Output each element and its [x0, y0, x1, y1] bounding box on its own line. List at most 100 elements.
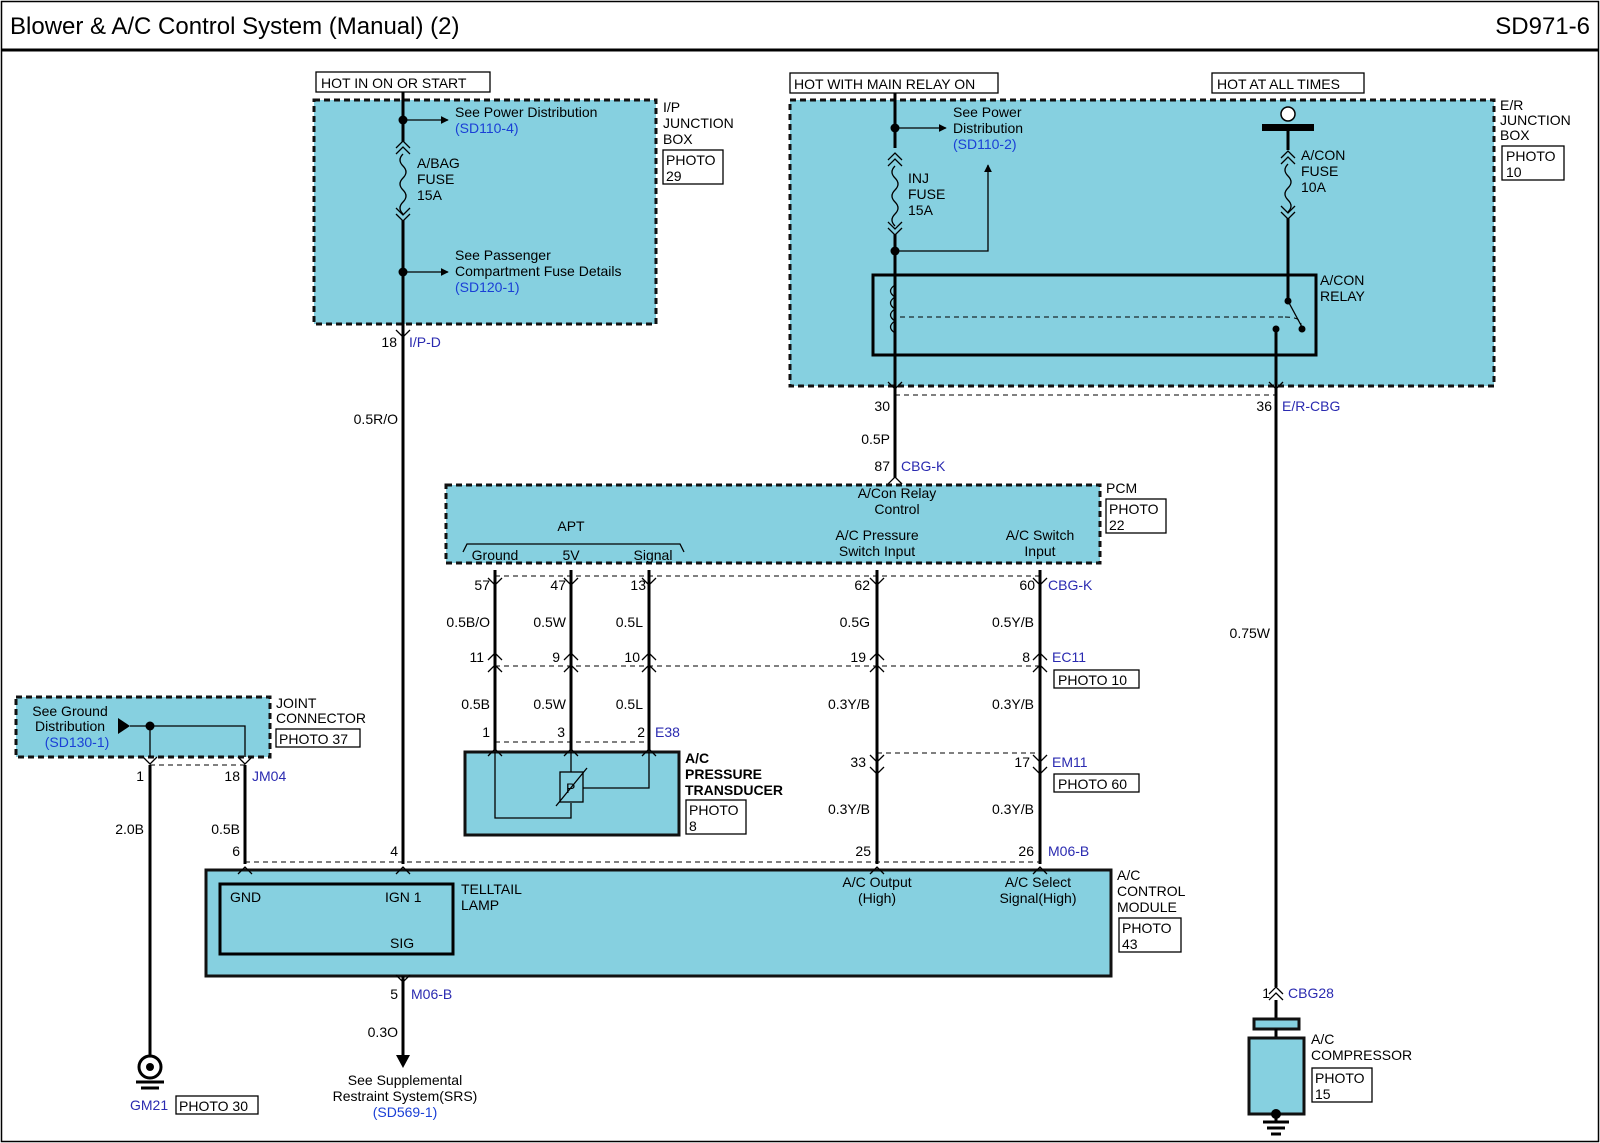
module-photo-number: 43 [1122, 936, 1138, 952]
ec11-pin-9: 9 [552, 649, 560, 665]
telltail-lamp-box [218, 882, 455, 956]
module-pin-6: 6 [232, 843, 240, 859]
em11-pin-17: 17 [1014, 754, 1030, 770]
abag-fuse-label-1: A/BAG [417, 155, 460, 171]
ground-gm21: GM21 PHOTO 30 [130, 1054, 259, 1115]
joint-connector: See Ground Distribution (SD130-1) JOINT … [14, 695, 366, 759]
apt-label: APT [557, 518, 585, 534]
sig-label: SIG [390, 935, 414, 951]
module-pin-4: 4 [390, 843, 398, 859]
see-power-er-1: See Power [953, 104, 1022, 120]
pin-36: 36 [1256, 398, 1272, 414]
sd110-4-link[interactable]: (SD110-4) [455, 120, 519, 136]
ac-pressure-transducer: 1 3 2 E38 P A/C PRESSURE TRANSDUCER PHOT… [463, 724, 783, 837]
e38-pin-3: 3 [557, 724, 565, 740]
er-box-photo-label: PHOTO [1506, 148, 1556, 164]
acon-fuse-2: FUSE [1301, 163, 1338, 179]
wire-0-5l-a: 0.5L [616, 614, 643, 630]
sd569-1-link[interactable]: (SD569-1) [373, 1104, 438, 1120]
hot-with-main-relay-label: HOT WITH MAIN RELAY ON [794, 76, 975, 92]
acon-relay-label-2: RELAY [1320, 288, 1366, 304]
inj-fuse-2: FUSE [908, 186, 945, 202]
inj-fuse-1: INJ [908, 170, 929, 186]
see-power-distribution-text: See Power Distribution [455, 104, 597, 120]
em11-connector: EM11 [1052, 754, 1088, 770]
jm04-pin-18: 18 [224, 768, 240, 784]
em11-photo: PHOTO 60 [1058, 776, 1127, 792]
ac-output-high-1: A/C Output [842, 874, 911, 890]
transducer-photo-number: 8 [689, 818, 697, 834]
pcm-pin-47: 47 [550, 577, 566, 593]
pcm-relay-control-1: A/Con Relay [858, 485, 937, 501]
gnd-label: GND [230, 889, 261, 905]
jm04-connector: JM04 [252, 768, 286, 784]
transducer-name-3: TRANSDUCER [685, 782, 783, 798]
transducer-name-1: A/C [685, 750, 709, 766]
er-box-name-2: JUNCTION [1500, 112, 1571, 128]
gm21-photo: PHOTO 30 [179, 1098, 248, 1114]
pressure-switch-input-1: A/C Pressure [835, 527, 918, 543]
cbg-k-connector: CBG-K [1048, 577, 1093, 593]
ip-box-name-2: JUNCTION [663, 115, 734, 131]
module-photo-label: PHOTO [1122, 920, 1172, 936]
transducer-photo-label: PHOTO [689, 802, 739, 818]
wire-0-3yb-c: 0.3Y/B [828, 801, 870, 817]
acon-relay [871, 273, 1318, 357]
module-name-3: MODULE [1117, 899, 1177, 915]
page-title: Blower & A/C Control System (Manual) (2) [10, 13, 459, 40]
wire-0-5ro: 0.5R/O [354, 411, 398, 427]
transducer-name-2: PRESSURE [685, 766, 762, 782]
wire-0-5yb: 0.5Y/B [992, 614, 1034, 630]
wire-0-3o: 0.3O [368, 1024, 398, 1040]
ip-box-name-3: BOX [663, 131, 693, 147]
apt-5v-label: 5V [562, 547, 580, 563]
module-pin-5: 5 [390, 986, 398, 1002]
ec11-pin-11: 11 [469, 649, 484, 665]
cbg28-pin-1: 1 [1262, 985, 1270, 1001]
joint-name-1: JOINT [276, 695, 317, 711]
ec11-pin-8: 8 [1022, 649, 1030, 665]
m06-b-connector: M06-B [1048, 843, 1089, 859]
joint-photo: PHOTO 37 [279, 731, 348, 747]
see-ground-2: Distribution [35, 718, 105, 734]
transducer-symbol: P [566, 780, 575, 796]
abag-fuse-label-2: FUSE [417, 171, 454, 187]
wire-0-3yb-b: 0.3Y/B [992, 696, 1034, 712]
pcm-box: 87 CBG-K A/Con Relay Control APT Ground … [444, 458, 1167, 565]
joint-name-2: CONNECTOR [276, 710, 366, 726]
wire-0-5l-b: 0.5L [616, 696, 643, 712]
acon-fuse-1: A/CON [1301, 147, 1345, 163]
inj-fuse-3: 15A [908, 202, 934, 218]
ec11-connector: EC11 [1052, 649, 1086, 665]
see-srs-2: Restraint System(SRS) [333, 1088, 478, 1104]
er-junction-box: HOT WITH MAIN RELAY ON HOT AT ALL TIMES … [788, 72, 1571, 395]
cbg-k-connector-top: CBG-K [901, 458, 946, 474]
wire-0-5bo: 0.5B/O [446, 614, 490, 630]
ip-d-connector: I/P-D [409, 334, 441, 350]
ac-output-high-2: (High) [858, 890, 896, 906]
e38-connector: E38 [655, 724, 680, 740]
pcm-pin-62: 62 [854, 577, 870, 593]
jm04-pin-1: 1 [136, 768, 144, 784]
sd120-1-link[interactable]: (SD120-1) [455, 279, 520, 295]
ip-box-photo-number: 29 [666, 168, 682, 184]
er-box-name-3: BOX [1500, 127, 1530, 143]
compressor-photo-number: 15 [1315, 1086, 1331, 1102]
wire-0-75w: 0.75W [1230, 625, 1271, 641]
pcm-name: PCM [1106, 480, 1137, 496]
pcm-pin-57: 57 [474, 577, 490, 593]
see-ground-1: See Ground [32, 703, 108, 719]
sd110-2-link[interactable]: (SD110-2) [953, 136, 1017, 152]
ip-junction-box: HOT IN ON OR START See Power Distributio… [312, 71, 734, 340]
wire-0-5w-a: 0.5W [533, 614, 566, 630]
cbg28-connector: CBG28 [1288, 985, 1334, 1001]
pcm-pin-60: 60 [1019, 577, 1035, 593]
pcm-relay-control-2: Control [874, 501, 919, 517]
sd130-1-link[interactable]: (SD130-1) [45, 734, 110, 750]
module-name-1: A/C [1117, 867, 1140, 883]
see-passenger-text-2: Compartment Fuse Details [455, 263, 622, 279]
er-box-name-1: E/R [1500, 97, 1523, 113]
module-pin-26: 26 [1018, 843, 1034, 859]
acon-fuse-3: 10A [1301, 179, 1327, 195]
ac-switch-input-1: A/C Switch [1006, 527, 1074, 543]
